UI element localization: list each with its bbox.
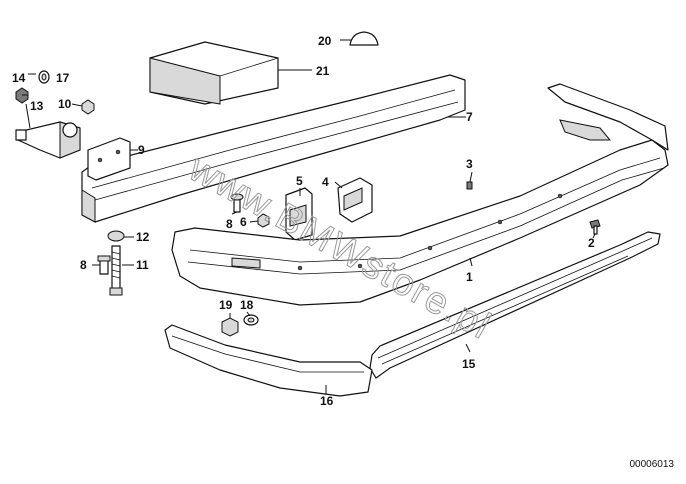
corner-trim-part-16 (164, 324, 373, 397)
bracket-part-4 (337, 177, 373, 223)
callout-1: 1 (466, 270, 473, 284)
screw-part-2 (589, 219, 601, 235)
box-part-21 (149, 41, 279, 105)
callout-9: 9 (138, 143, 145, 157)
bumper-carrier-part-7 (81, 74, 466, 223)
bolt-part-18 (243, 314, 259, 326)
nut-part-19 (221, 317, 239, 337)
callout-13: 13 (30, 99, 44, 113)
callout-7: 7 (466, 110, 473, 124)
bumper-shell-part-1 (171, 83, 669, 306)
callout-12: 12 (136, 230, 150, 244)
bracket-part-5 (285, 187, 313, 241)
callout-labels: 20 21 7 14 17 13 10 9 12 8 11 8 6 5 4 3 … (12, 34, 595, 408)
callout-3: 3 (466, 157, 473, 171)
callout-16: 16 (320, 394, 334, 408)
callout-8-left: 8 (80, 258, 87, 272)
callout-18: 18 (240, 298, 254, 312)
callout-14: 14 (12, 71, 26, 85)
impact-absorber-part-13 (15, 121, 81, 159)
callout-15: 15 (462, 357, 476, 371)
bolt-part-8-center (230, 193, 244, 213)
callout-4: 4 (322, 175, 329, 189)
washer-part-17 (38, 70, 50, 84)
cap-part-20 (349, 31, 379, 46)
bracket-part-9 (87, 137, 131, 181)
bolt-part-8-left (97, 255, 111, 275)
callout-6: 6 (240, 215, 247, 229)
trim-strip-part-15 (369, 231, 661, 379)
callout-21: 21 (316, 64, 330, 78)
callout-20: 20 (318, 34, 332, 48)
callout-17: 17 (56, 71, 70, 85)
callout-10: 10 (58, 97, 72, 111)
leader-lines (22, 39, 596, 394)
callout-5: 5 (296, 174, 303, 188)
callout-8-center: 8 (226, 217, 233, 231)
nut-part-6 (257, 213, 270, 228)
nut-part-10 (81, 99, 95, 115)
washer-part-12 (107, 230, 125, 242)
bolt-part-11 (109, 245, 123, 296)
diagram-code: 00006013 (629, 459, 675, 470)
callout-19: 19 (219, 298, 233, 312)
callout-11: 11 (136, 258, 149, 272)
clip-part-3 (466, 181, 473, 190)
callout-2: 2 (588, 236, 595, 250)
